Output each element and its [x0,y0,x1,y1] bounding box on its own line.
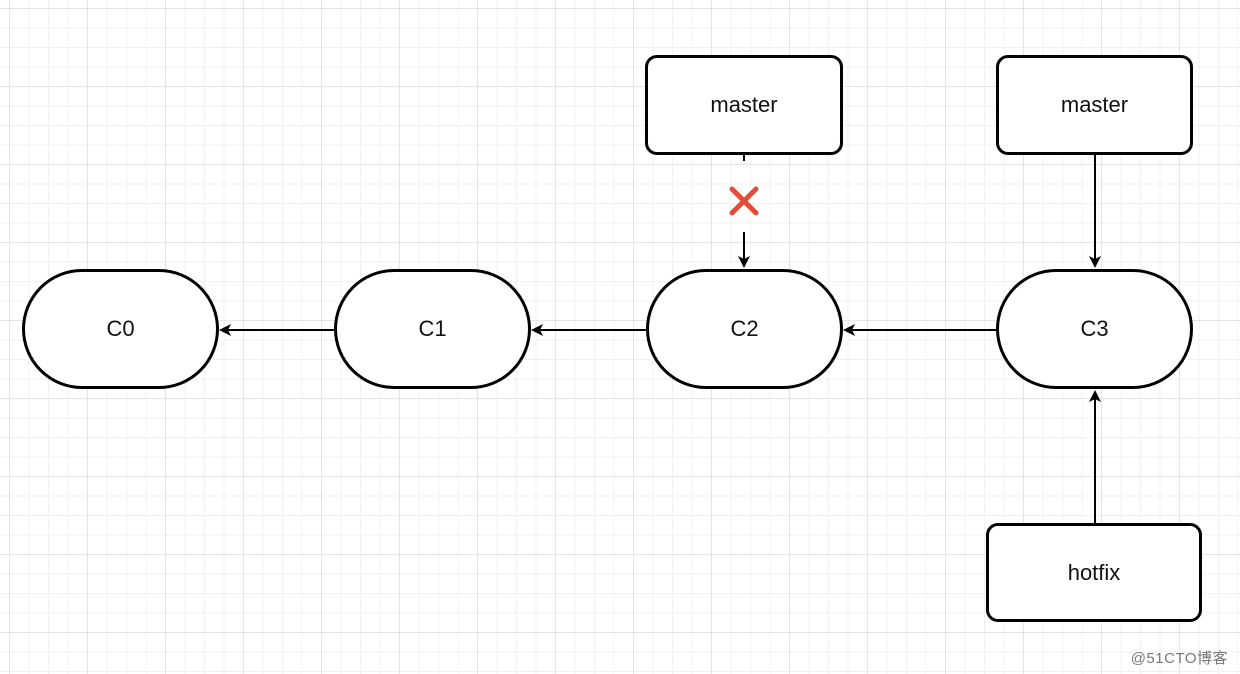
watermark: @51CTO博客 [1130,650,1228,667]
commit-c3-label: C3 [1080,316,1109,341]
commit-c1-label: C1 [418,316,447,341]
branch-master-old: master [645,55,843,155]
commit-c0: C0 [22,269,219,389]
commit-c2-label: C2 [730,316,759,341]
cross-icon [729,186,759,216]
branch-master-new: master [996,55,1193,155]
branch-master-new-label: master [1060,92,1129,117]
commit-c2: C2 [646,269,843,389]
branch-master-old-label: master [710,92,778,117]
commit-c3: C3 [996,269,1193,389]
commit-c1: C1 [334,269,531,389]
branch-hotfix-label: hotfix [1067,559,1121,585]
branch-hotfix: hotfix [986,523,1202,622]
commit-c0-label: C0 [106,316,135,341]
